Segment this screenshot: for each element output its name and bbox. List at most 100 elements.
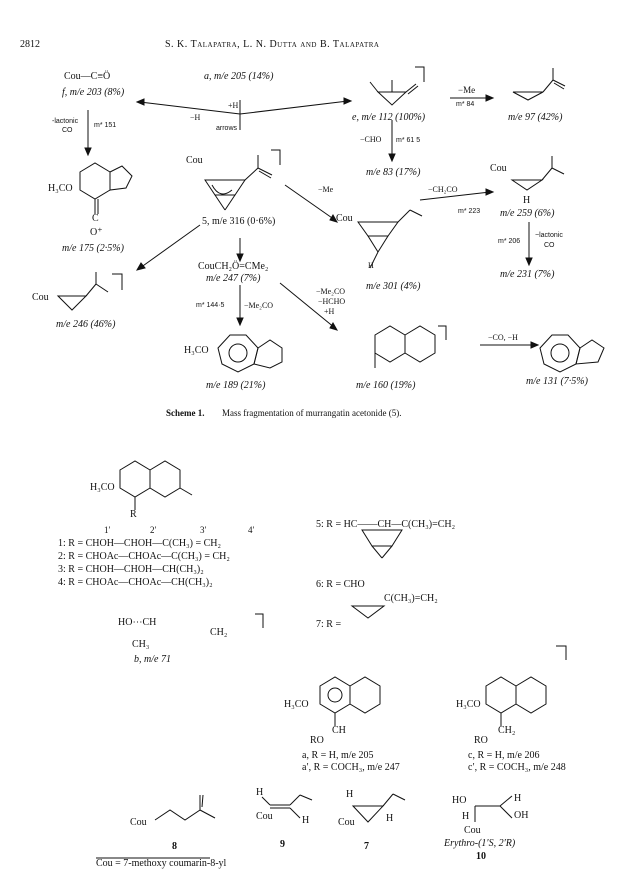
structure-8-number: 8: [172, 841, 177, 852]
scheme-caption-label: Scheme 1.: [166, 408, 205, 418]
ion-f-label: f, m/e 203 (8%): [62, 87, 125, 98]
plus-h-2: +H: [324, 307, 335, 316]
ion-259-ring: [510, 179, 544, 191]
ion-c-h3co: H₃CO: [456, 699, 481, 710]
minus-me2co: −Me₂CO: [316, 287, 346, 296]
ion-c-benzene: [485, 676, 517, 714]
lactonic-co2-a: −lactonic: [535, 232, 563, 239]
ion-246-ring: [56, 295, 88, 311]
structure-7-h2: H: [386, 813, 394, 824]
ion-a-label: a, m/e 205 (14%): [204, 71, 274, 82]
ion-160-label: m/e 160 (19%): [356, 380, 416, 391]
ring-175-furan: [109, 165, 133, 191]
ion-247-label: m/e 247 (7%): [206, 273, 261, 284]
arrow-to-e: [239, 100, 349, 115]
ion-f-formula: Cou—C≡Ö: [64, 71, 111, 82]
ion-189-ring: [217, 334, 259, 373]
running-head-authors: S. K. Talapatra, L. N. Dutta and B. Tala…: [165, 39, 380, 50]
radical-cation-bracket: [415, 66, 425, 82]
page-number: 2812: [20, 39, 40, 50]
ion-83-label: m/e 83 (17%): [366, 167, 421, 178]
r5-dioxolane: [361, 529, 403, 547]
electron-shift-arrow: [211, 184, 233, 195]
r7-epoxide: [350, 605, 386, 619]
compound-4: 4: R = CHOAc—CHOAc—CH(CH₃)₂: [58, 577, 213, 588]
ion-246-cou: Cou: [32, 292, 49, 303]
metastable-223: m* 223: [458, 208, 481, 215]
ion-131-furan: [575, 339, 605, 365]
ion-a-h3co: H₃CO: [284, 699, 309, 710]
coumarin-benzene-ring: [119, 460, 151, 498]
ion-175-o: O⁺: [90, 227, 103, 238]
ion-175-c: C: [92, 213, 99, 224]
ion-259-h: H: [523, 195, 531, 206]
structure-10-h2: H: [462, 811, 470, 822]
locant-2: 2′: [150, 525, 157, 535]
ion-246-label: m/e 246 (46%): [56, 319, 116, 330]
structure-7-number: 7: [364, 841, 369, 852]
ion-189-h3co: H₃CO: [184, 345, 209, 356]
ion-a-line2: a′, R = COCH₃, m/e 247: [302, 762, 400, 773]
lactonic-co-a: -lactonic: [52, 118, 79, 125]
ion-160-pyranone: [404, 325, 436, 363]
compound-7-r: 7: R =: [316, 619, 342, 630]
ion-301-ring: [357, 221, 399, 237]
ring-175-benzene: [79, 162, 111, 200]
ion-b-ch2: CH₂: [210, 627, 228, 638]
ion-c-ch2: CH₂: [498, 725, 516, 736]
lactonic-co2-b: CO: [544, 242, 555, 249]
metastable-151: m* 151: [94, 122, 117, 129]
scheme-caption-text: Mass fragmentation of murrangatin aceton…: [222, 408, 402, 418]
plus-h: +H: [228, 101, 239, 110]
ion-131-label: m/e 131 (7·5%): [526, 376, 588, 387]
ion-175-h3co: H₃CO: [48, 183, 73, 194]
compound-7-sub: C(CH₃)=CH₂: [384, 593, 438, 604]
minus-me-2: −Me: [318, 185, 334, 194]
structure-9-cou: Cou: [256, 811, 273, 822]
ion-b-label: b, m/e 71: [134, 654, 171, 665]
metastable-84: m* 84: [456, 101, 475, 108]
ion-301-h: H: [368, 261, 374, 270]
ion-a-ch: CH: [332, 725, 346, 736]
locant-4: 4′: [248, 525, 255, 535]
ion-b-ch3: CH₃: [132, 639, 150, 650]
ion-175-label: m/e 175 (2·5%): [62, 243, 124, 254]
ion-c-ro: RO: [474, 735, 488, 746]
ion-97-ring: [512, 91, 544, 101]
structure-10-ho: HO: [452, 795, 467, 806]
compound-5-cou: Cou: [186, 155, 203, 166]
compound-6-r: 6: R = CHO: [316, 579, 365, 590]
ion-c-pyranone: [515, 676, 547, 714]
ion-259-cou: Cou: [490, 163, 507, 174]
minus-me: −Me: [458, 85, 476, 95]
structure-8-chain: [154, 795, 201, 821]
minus-h: −H: [190, 113, 201, 122]
locant-1: 1′: [104, 525, 111, 535]
ion-c-line1: c, R = H, m/e 206: [468, 750, 540, 761]
ion-c-line2: c′, R = COCH₃, m/e 248: [468, 762, 566, 773]
structure-10-h1: H: [514, 793, 522, 804]
metastable-144: m* 144·5: [196, 302, 225, 309]
compound-r: R: [130, 509, 137, 520]
ion-131-ring: [539, 334, 581, 373]
ion-259-label: m/e 259 (6%): [500, 208, 555, 219]
structure-7-h1: H: [346, 789, 354, 800]
structure-10-number: 10: [476, 851, 486, 862]
minus-hcho: −HCHO: [318, 297, 346, 306]
structure-7-epoxide: [351, 805, 385, 823]
ion-247-formula: CouCH₂Ö=CMe₂: [198, 261, 269, 272]
ion-a-benzene: [319, 676, 351, 714]
ion-e-ring: [376, 91, 408, 106]
structure-10-erythro: Erythro-(1′S, 2′R): [444, 838, 516, 849]
ion-a-ro: RO: [310, 735, 324, 746]
ion-a-pyranone: [349, 676, 381, 714]
cou-definition: Cou = 7-methoxy coumarin-8-yl: [96, 858, 227, 869]
ion-301-cou: Cou: [336, 213, 353, 224]
structure-9-number: 9: [280, 839, 285, 850]
compound-5-r: 5: R = HC——CH—C(CH₃)=CH₂: [316, 519, 456, 530]
structure-10-oh: OH: [514, 810, 529, 821]
metastable-206: m* 206: [498, 238, 521, 245]
ion-e-label: e, m/e 112 (100%): [352, 112, 426, 123]
ion-b-formula: HO⋯CH: [118, 617, 157, 628]
